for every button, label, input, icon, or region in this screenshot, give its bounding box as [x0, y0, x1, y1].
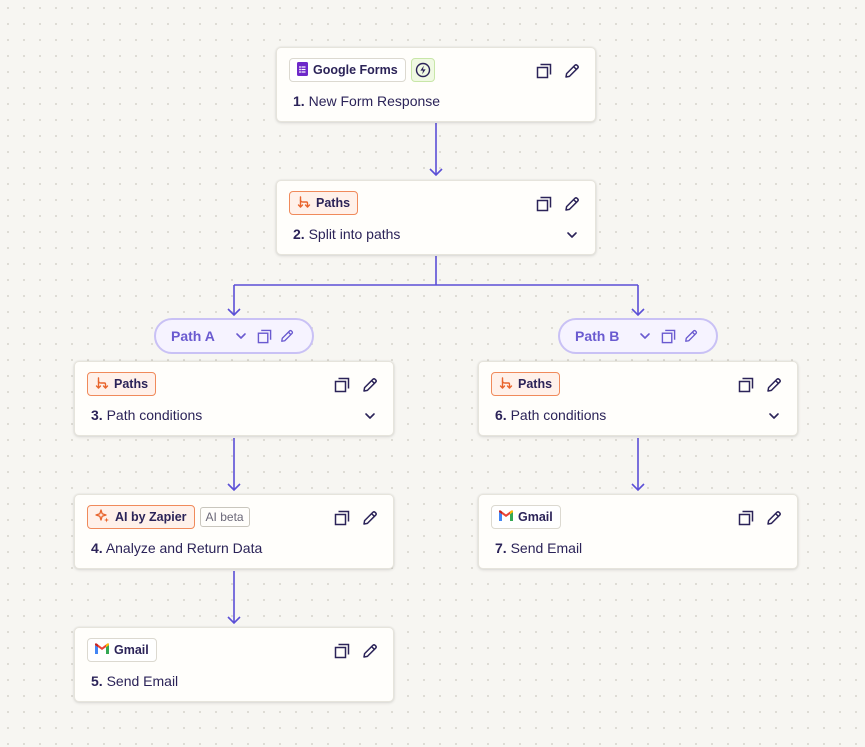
step-card-2[interactable]: Paths 2. Split into paths	[276, 180, 596, 255]
step-title: 7. Send Email	[495, 540, 583, 556]
edit-pencil-icon[interactable]	[279, 328, 295, 344]
app-name: Google Forms	[313, 63, 398, 77]
app-name: Gmail	[114, 643, 149, 657]
ai-sparkle-icon	[95, 508, 110, 526]
copy-icon[interactable]	[535, 195, 553, 213]
chevron-down-icon[interactable]	[363, 409, 377, 423]
step-title: 3. Path conditions	[91, 407, 203, 423]
path-actions	[233, 328, 295, 344]
google-forms-icon	[297, 61, 308, 79]
step-title: 4. Analyze and Return Data	[91, 540, 263, 556]
step-header: AI by Zapier AI beta	[87, 505, 250, 529]
step-actions	[737, 376, 783, 394]
edit-pencil-icon[interactable]	[361, 376, 379, 394]
step-actions	[333, 642, 379, 660]
step-actions	[535, 62, 581, 80]
copy-icon[interactable]	[737, 509, 755, 527]
path-label: Path B	[575, 328, 620, 344]
copy-icon[interactable]	[333, 509, 351, 527]
step-title: 2. Split into paths	[293, 226, 401, 242]
copy-icon[interactable]	[256, 328, 272, 344]
copy-icon[interactable]	[535, 62, 553, 80]
app-name: Paths	[114, 377, 149, 391]
step-header: Gmail	[87, 638, 157, 662]
path-b-pill[interactable]: Path B	[558, 318, 718, 354]
step-title: 6. Path conditions	[495, 407, 607, 423]
trigger-bolt-icon	[410, 58, 435, 82]
app-name: AI by Zapier	[115, 510, 187, 524]
step-header: Paths	[491, 372, 561, 396]
step-card-5[interactable]: Gmail 5. Send Email	[74, 627, 394, 702]
edit-pencil-icon[interactable]	[361, 642, 379, 660]
copy-icon[interactable]	[660, 328, 676, 344]
step-card-7[interactable]: Gmail 7. Send Email	[478, 494, 798, 569]
step-title: 5. Send Email	[91, 673, 179, 689]
chevron-down-icon[interactable]	[233, 328, 249, 344]
gmail-icon	[499, 510, 513, 524]
chevron-down-icon[interactable]	[767, 409, 781, 423]
app-chip-paths[interactable]: Paths	[87, 372, 157, 396]
step-title: 1. New Form Response	[293, 93, 441, 109]
app-chip-paths[interactable]: Paths	[491, 372, 561, 396]
app-chip-ai-by-zapier[interactable]: AI by Zapier	[87, 505, 195, 529]
path-a-pill[interactable]: Path A	[154, 318, 314, 354]
step-header: Google Forms	[289, 58, 435, 82]
edit-pencil-icon[interactable]	[765, 376, 783, 394]
step-actions	[737, 509, 783, 527]
app-chip-paths[interactable]: Paths	[289, 191, 359, 215]
app-name: Paths	[518, 377, 553, 391]
path-label: Path A	[171, 328, 215, 344]
step-card-3[interactable]: Paths 3. Path conditions	[74, 361, 394, 436]
app-name: Paths	[316, 196, 351, 210]
step-actions	[535, 195, 581, 213]
path-actions	[637, 328, 699, 344]
edit-pencil-icon[interactable]	[563, 195, 581, 213]
gmail-icon	[95, 643, 109, 657]
app-chip-gmail[interactable]: Gmail	[491, 505, 561, 529]
step-header: Gmail	[491, 505, 561, 529]
step-card-1[interactable]: Google Forms 1. New Form Response	[276, 47, 596, 122]
copy-icon[interactable]	[333, 642, 351, 660]
paths-icon	[95, 376, 109, 393]
edit-pencil-icon[interactable]	[563, 62, 581, 80]
edit-pencil-icon[interactable]	[683, 328, 699, 344]
app-name: Gmail	[518, 510, 553, 524]
step-header: Paths	[87, 372, 157, 396]
step-actions	[333, 509, 379, 527]
paths-icon	[499, 376, 513, 393]
app-chip-google-forms[interactable]: Google Forms	[289, 58, 406, 82]
copy-icon[interactable]	[737, 376, 755, 394]
app-chip-gmail[interactable]: Gmail	[87, 638, 157, 662]
edit-pencil-icon[interactable]	[361, 509, 379, 527]
step-header: Paths	[289, 191, 359, 215]
paths-icon	[297, 195, 311, 212]
ai-beta-badge: AI beta	[199, 507, 250, 527]
step-card-4[interactable]: AI by Zapier AI beta 4. Analyze and Retu…	[74, 494, 394, 569]
copy-icon[interactable]	[333, 376, 351, 394]
chevron-down-icon[interactable]	[565, 228, 579, 242]
step-actions	[333, 376, 379, 394]
chevron-down-icon[interactable]	[637, 328, 653, 344]
step-card-6[interactable]: Paths 6. Path conditions	[478, 361, 798, 436]
edit-pencil-icon[interactable]	[765, 509, 783, 527]
